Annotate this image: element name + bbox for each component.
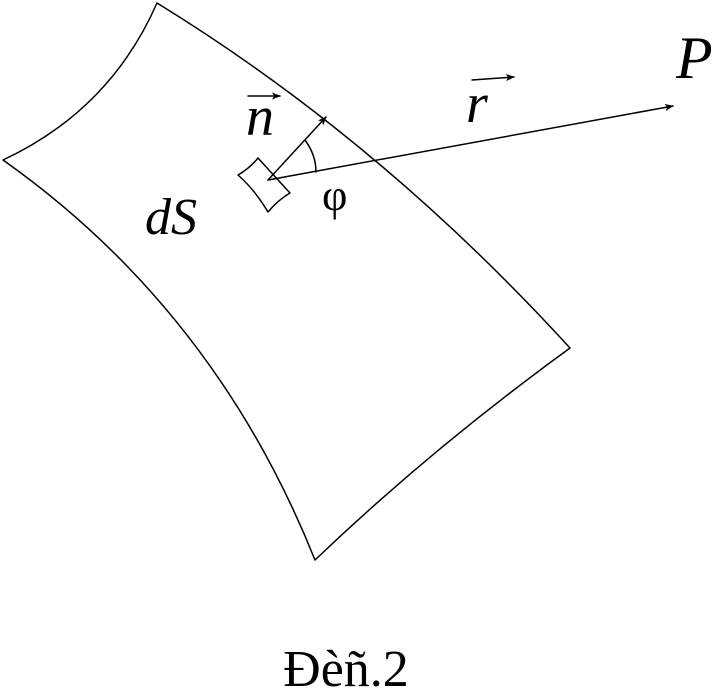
radius-vector-arrow xyxy=(267,103,674,181)
surface-element-label: dS xyxy=(145,189,197,246)
angle-arc xyxy=(304,139,317,173)
angle-label: φ xyxy=(322,171,347,220)
figure-caption: Đèñ.2 xyxy=(283,641,409,690)
normal-vector-arrow xyxy=(267,116,327,181)
point-label: P xyxy=(675,25,713,91)
radius-vector-overarrow xyxy=(471,73,515,82)
surface-element-patch xyxy=(237,157,291,213)
radius-vector-label: r xyxy=(466,73,488,135)
surface-outline xyxy=(2,2,571,561)
normal-vector-label: n xyxy=(246,86,274,148)
